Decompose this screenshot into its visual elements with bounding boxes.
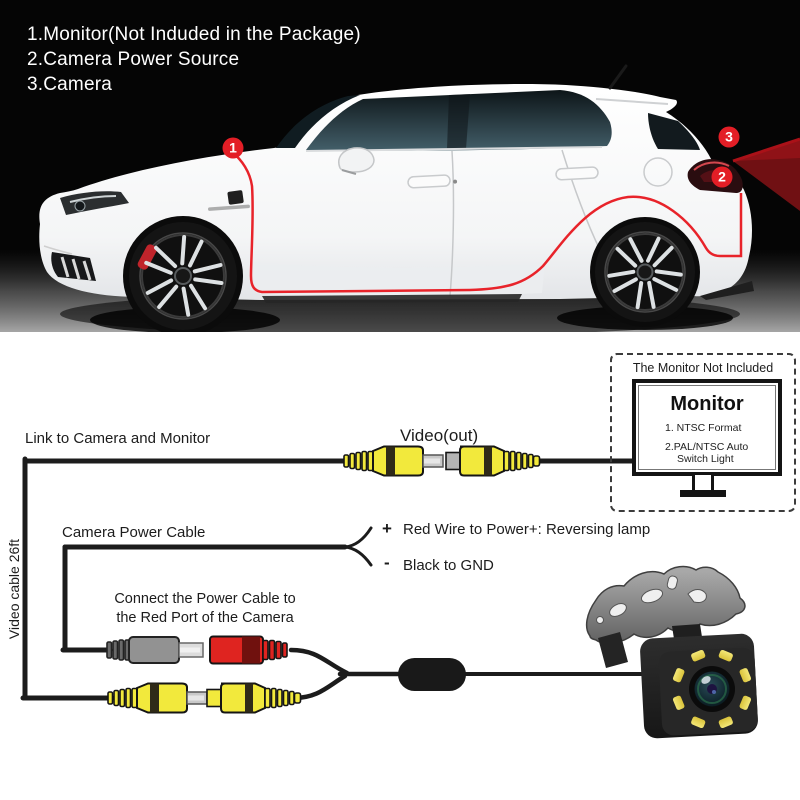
camera-unit bbox=[585, 565, 758, 739]
video-cable-length-label: Video cable 26ft bbox=[6, 538, 22, 640]
camera-bracket bbox=[585, 565, 746, 645]
plus-sign: + bbox=[382, 519, 392, 538]
monitor-feature-2-line2: Switch Light bbox=[677, 453, 734, 465]
marker-2: 2 bbox=[711, 166, 733, 188]
side-skirt-stripe bbox=[262, 294, 522, 303]
power-cable-label: Camera Power Cable bbox=[62, 524, 206, 541]
monitor-screen-inner: Monitor 1. NTSC Format 2.PAL/NTSC Auto S… bbox=[638, 385, 776, 470]
red-power-jack bbox=[209, 635, 288, 665]
marker-1: 1 bbox=[222, 137, 244, 159]
antenna bbox=[608, 64, 628, 90]
connect-power-label: Connect the Power Cable to the Red Port … bbox=[90, 590, 320, 628]
camera-leds bbox=[672, 649, 752, 729]
wiring-diagram-graphic bbox=[20, 445, 758, 739]
monitor-feature-2: 2.PAL/NTSC Auto Switch Light bbox=[665, 441, 775, 465]
monitor-box-title: The Monitor Not Included bbox=[632, 361, 774, 375]
connect-power-line2: the Red Port of the Camera bbox=[116, 610, 294, 626]
plus-text: Red Wire to Power+: Reversing lamp bbox=[403, 521, 651, 538]
link-label: Link to Camera and Monitor bbox=[25, 430, 211, 447]
connect-power-line1: Connect the Power Cable to bbox=[114, 591, 296, 607]
monitor-feature-2-line1: 2.PAL/NTSC Auto bbox=[665, 441, 749, 453]
rca-female-video-out bbox=[445, 445, 541, 477]
cables bbox=[20, 456, 652, 701]
rear-wheel bbox=[595, 222, 695, 322]
front-grille bbox=[43, 245, 96, 281]
legend-line-1: 1.Monitor(Not Induded in the Package) bbox=[27, 24, 361, 45]
rca-male-camera bbox=[107, 682, 208, 714]
monitor-stand-base bbox=[680, 490, 726, 497]
dc-power-plug bbox=[106, 636, 204, 664]
camera-beam bbox=[732, 137, 800, 211]
monitor-screen-title: Monitor bbox=[670, 393, 744, 415]
red-trim-line bbox=[231, 151, 743, 294]
svg-text:2: 2 bbox=[718, 169, 726, 185]
monitor-feature-1: 1. NTSC Format bbox=[665, 422, 742, 434]
rca-male-video-out bbox=[343, 445, 444, 477]
headlight bbox=[60, 191, 129, 215]
brake-caliper bbox=[137, 244, 157, 270]
fuel-door bbox=[643, 157, 673, 187]
svg-text:1: 1 bbox=[229, 140, 237, 156]
monitor-drawing: Monitor 1. NTSC Format 2.PAL/NTSC Auto S… bbox=[632, 379, 782, 476]
svg-text:3: 3 bbox=[725, 129, 733, 145]
camera-lens bbox=[689, 666, 735, 712]
bracket-holes bbox=[596, 575, 707, 624]
rca-female-camera bbox=[206, 682, 302, 714]
car-photo: 1 2 3 bbox=[0, 0, 800, 332]
inline-filter-pill bbox=[398, 658, 466, 691]
legend-line-3: 3.Camera bbox=[27, 74, 113, 95]
windshield bbox=[276, 95, 360, 148]
door-handle-front bbox=[407, 174, 458, 189]
car-illustration bbox=[39, 64, 754, 332]
legend-line-2: 2.Camera Power Source bbox=[27, 49, 240, 70]
door-handle-rear bbox=[555, 166, 599, 181]
side-mirror bbox=[338, 147, 375, 173]
minus-sign: - bbox=[384, 553, 390, 572]
rear-quarter-glass bbox=[648, 113, 700, 150]
monitor-not-included-box: The Monitor Not Included Monitor 1. NTSC… bbox=[610, 353, 796, 512]
marker-3: 3 bbox=[718, 126, 740, 148]
video-out-label: Video(out) bbox=[400, 426, 479, 445]
front-wheel bbox=[129, 222, 237, 330]
fender-badge bbox=[227, 190, 244, 205]
minus-text: Black to GND bbox=[403, 557, 494, 574]
